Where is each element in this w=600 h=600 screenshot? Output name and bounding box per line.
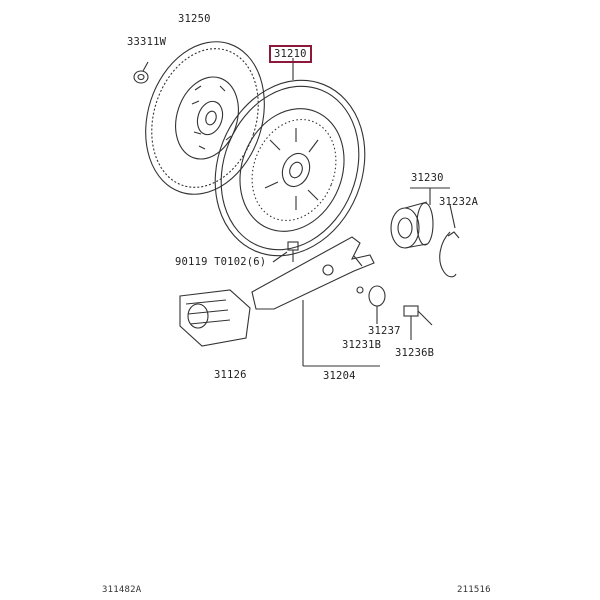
footer-left-code: 311482A: [102, 585, 142, 595]
label-31232a: 31232A: [439, 196, 479, 208]
bolt: [272, 241, 299, 263]
label-31204: 31204: [323, 370, 356, 382]
release-fork: [251, 236, 380, 367]
clutch-disc: [145, 41, 265, 195]
label-33311w: 33311W: [127, 36, 167, 48]
label-31231b: 31231B: [342, 339, 382, 351]
clutch-cover: [214, 58, 366, 257]
label-90119: 90119 T0102(6): [175, 256, 267, 268]
label-31210-highlighted: 31210: [269, 45, 312, 63]
release-fork-boot: [179, 289, 251, 347]
label-31126: 31126: [214, 369, 247, 381]
release-bearing: [390, 187, 450, 249]
label-31236b: 31236B: [395, 347, 435, 359]
release-clip: [439, 204, 460, 278]
label-31250: 31250: [178, 13, 211, 25]
label-31230: 31230: [411, 172, 444, 184]
label-31237: 31237: [368, 325, 401, 337]
footer-right-code: 211516: [457, 585, 491, 595]
pilot-bearing: [133, 61, 149, 84]
fork-support: [356, 285, 386, 324]
pivot-stud: [403, 305, 433, 340]
